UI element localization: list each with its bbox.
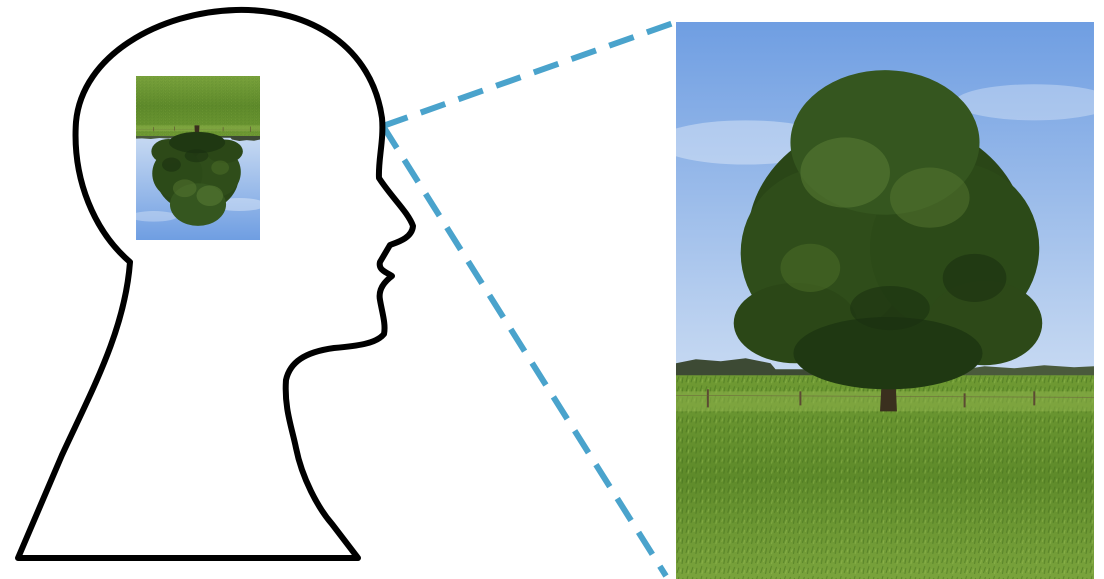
observed-tree-photo — [656, 22, 1104, 579]
inverted-mental-image — [130, 76, 266, 240]
projection-line-bottom — [383, 126, 666, 576]
projection-line-top — [383, 22, 676, 126]
